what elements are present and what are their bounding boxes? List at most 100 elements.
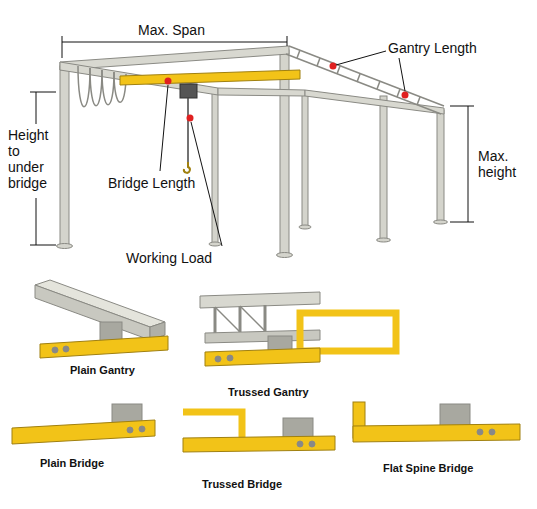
festoon-cables — [90, 68, 102, 106]
festoon-cables — [102, 70, 114, 105]
flat-spine-bridge-part — [353, 402, 520, 442]
festoon-cables — [78, 66, 126, 107]
flat-spine-bridge-part — [477, 429, 483, 435]
posts — [209, 242, 221, 246]
dimension-brackets — [30, 245, 56, 246]
posts — [60, 66, 69, 246]
bridge-beam — [120, 70, 300, 85]
posts — [377, 238, 391, 242]
trussed-gantry — [397, 89, 400, 97]
part-label: Bridge Length — [108, 175, 195, 191]
trussed-bridge-part — [309, 441, 315, 447]
posts — [277, 253, 293, 258]
posts — [57, 244, 73, 249]
hoist — [180, 84, 197, 98]
trussed-bridge-part — [183, 412, 242, 440]
trussed-gantry-part — [264, 305, 267, 331]
part-caption: Flat Spine Bridge — [383, 462, 473, 475]
dimension-brackets — [36, 198, 37, 245]
part-label: Working Load — [126, 250, 212, 266]
posts — [434, 220, 448, 224]
posts — [280, 50, 289, 255]
dimension-brackets — [62, 36, 63, 58]
trussed-gantry-part — [227, 355, 233, 361]
dimension-brackets — [468, 106, 469, 222]
posts — [57, 50, 448, 258]
plain-bridge-part — [127, 427, 133, 433]
hoist — [184, 162, 190, 173]
dimension-label: Gantry Length — [388, 40, 477, 56]
red-markers — [402, 92, 409, 99]
hoist — [187, 98, 189, 162]
plain-gantry-part — [35, 280, 168, 358]
trussed-gantry-part — [214, 307, 217, 333]
trussed-gantry-part — [200, 292, 396, 366]
trussed-bridge-part — [183, 412, 335, 452]
leader-lines — [336, 51, 386, 65]
plain-gantry-part — [40, 336, 168, 358]
red-markers — [165, 63, 409, 122]
dimension-brackets — [62, 42, 287, 43]
trussed-gantry-part — [239, 306, 242, 332]
leader-lines — [160, 85, 168, 171]
flat-spine-bridge-part — [353, 424, 520, 442]
dimension-brackets — [30, 92, 56, 93]
leader-lines — [191, 122, 222, 246]
plain-bridge-part — [12, 404, 155, 444]
trussed-gantry — [377, 81, 380, 89]
trussed-gantry — [357, 74, 360, 82]
dimension-brackets — [287, 36, 288, 46]
trussed-gantry-part — [200, 292, 320, 308]
leader-lines — [160, 51, 405, 246]
flat-spine-bridge-part — [489, 429, 495, 435]
part-caption: Trussed Bridge — [202, 478, 282, 491]
posts — [302, 92, 308, 227]
plain-bridge-part — [139, 426, 145, 432]
leader-lines — [399, 58, 405, 91]
trussed-gantry — [417, 97, 420, 105]
dimension-brackets — [30, 36, 474, 245]
posts — [437, 110, 444, 222]
red-markers — [330, 63, 337, 70]
dimension-brackets — [450, 106, 474, 107]
posts — [299, 225, 311, 229]
trussed-gantry — [337, 66, 340, 74]
part-caption: Plain Bridge — [40, 457, 104, 470]
red-markers — [187, 115, 194, 122]
trussed-gantry — [317, 58, 320, 66]
trussed-bridge-part — [297, 441, 303, 447]
part-caption: Trussed Gantry — [228, 386, 309, 399]
gantry-beams — [218, 88, 305, 96]
posts — [212, 90, 218, 244]
trussed-gantry-part — [215, 356, 221, 362]
dimension-label: Max. Span — [138, 22, 205, 38]
festoon-cables — [78, 66, 90, 107]
trussed-gantry-part — [240, 306, 265, 331]
trussed-bridge-part — [183, 436, 335, 452]
bridge-beam — [120, 70, 300, 85]
dimension-brackets — [450, 222, 474, 223]
gantry-beams — [305, 90, 444, 114]
plain-gantry-part — [52, 347, 58, 353]
trussed-gantry-part — [215, 307, 240, 332]
trussed-gantry — [297, 50, 300, 58]
posts — [380, 96, 387, 240]
red-markers — [165, 78, 172, 85]
trussed-gantry — [286, 46, 444, 114]
plain-bridge-part — [12, 420, 155, 444]
part-caption: Plain Gantry — [70, 364, 135, 377]
plain-gantry-part — [35, 285, 150, 340]
trussed-gantry-part — [205, 348, 320, 366]
hoist — [180, 84, 197, 173]
dimension-brackets — [36, 92, 37, 124]
dimension-label: Height to under bridge — [8, 127, 58, 191]
flat-spine-bridge-part — [440, 404, 470, 426]
dimension-label: Max. height — [478, 148, 526, 180]
gantry-beams — [60, 46, 444, 114]
gantry-beams — [60, 46, 289, 70]
trussed-gantry — [286, 54, 441, 114]
plain-gantry-part — [63, 346, 69, 352]
trussed-gantry-part — [300, 313, 396, 351]
